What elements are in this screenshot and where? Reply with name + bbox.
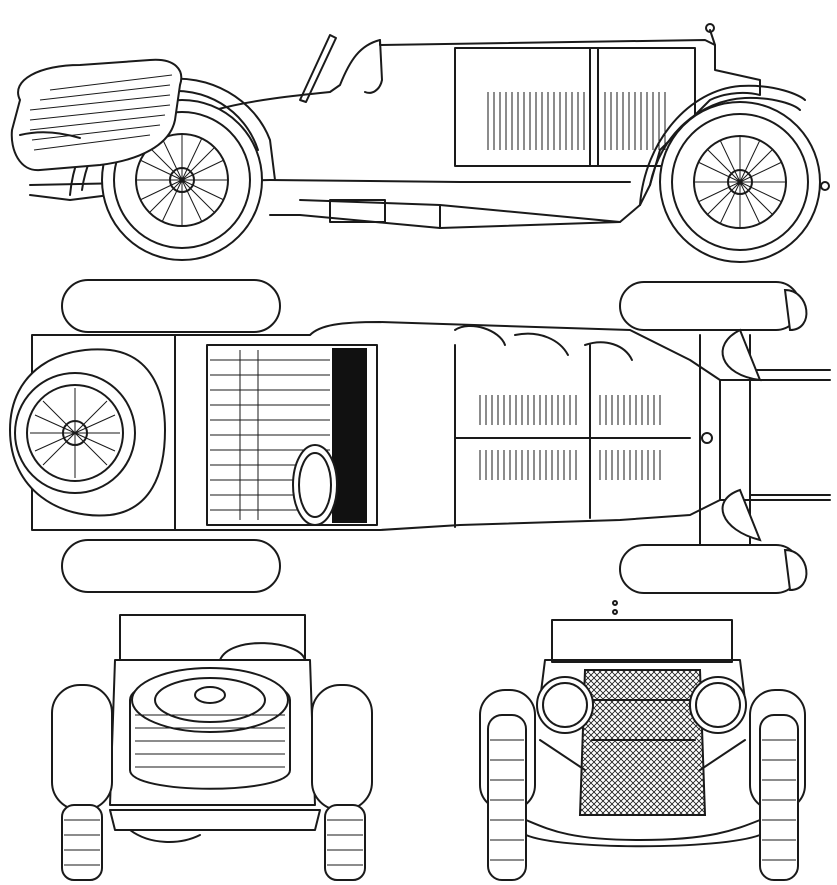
top-fender-front-right [619, 544, 801, 594]
side-front-fender [639, 84, 806, 206]
rear-fender-left [51, 684, 113, 811]
top-headlamp-left [721, 328, 762, 382]
side-spare-tires [10, 58, 183, 172]
side-louvers [487, 92, 666, 150]
front-headlamp-left [536, 676, 594, 734]
top-cockpit-dark [332, 348, 367, 523]
rear-spare-tires [129, 667, 291, 790]
front-hood-top [551, 619, 733, 663]
side-hood [454, 47, 696, 167]
front-headlamp-right [689, 676, 747, 734]
rear-wheel-right [324, 804, 366, 881]
rear-fender-right [311, 684, 373, 811]
top-fender-rear-left [61, 279, 281, 333]
top-view [8, 279, 831, 594]
rear-hood-top [119, 614, 306, 661]
top-exhaust-pipes [454, 325, 633, 361]
top-fender-front-left [619, 281, 801, 331]
top-louvers [479, 395, 661, 480]
top-headlamp-right [721, 488, 762, 542]
top-body-outline [31, 321, 721, 531]
rear-view [51, 614, 373, 881]
front-wheel-left [487, 714, 527, 881]
front-radiator-grille [578, 669, 707, 816]
top-spare-wheel [8, 348, 167, 517]
top-steering-wheel [292, 444, 338, 526]
rear-wheel-left [61, 804, 103, 881]
side-view [10, 23, 830, 263]
front-wheel-right [759, 714, 799, 881]
top-fender-rear-right [61, 539, 281, 593]
front-view [479, 600, 806, 881]
top-cockpit [206, 344, 378, 526]
side-steering-wheel [299, 34, 337, 103]
side-front-wheel [659, 101, 821, 263]
